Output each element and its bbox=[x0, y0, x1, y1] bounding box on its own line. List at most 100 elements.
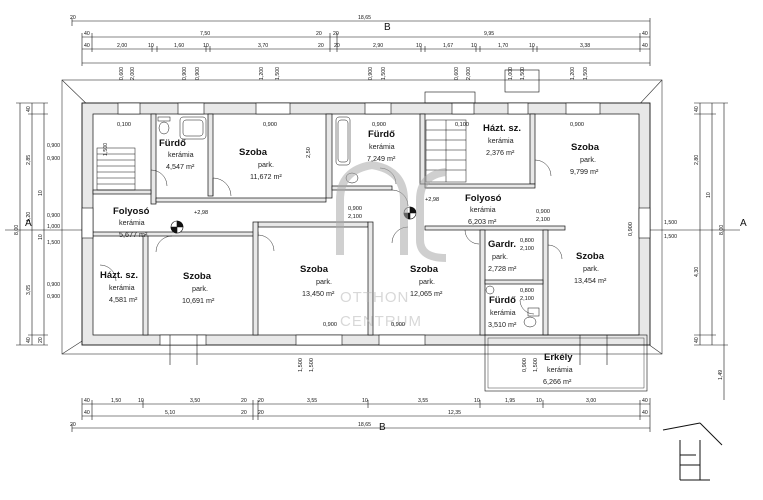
svg-text:8,00: 8,00 bbox=[719, 225, 725, 235]
room-gardr: Gardr. park. 2,728 m² bbox=[488, 239, 517, 273]
svg-text:Gardr.: Gardr. bbox=[488, 239, 516, 250]
svg-text:0,900: 0,900 bbox=[570, 122, 584, 128]
balcony-outline bbox=[484, 334, 648, 392]
windows bbox=[81, 102, 651, 346]
section-mark-left: A bbox=[25, 218, 32, 229]
svg-text:12,35: 12,35 bbox=[448, 410, 461, 416]
svg-text:1,500: 1,500 bbox=[520, 67, 526, 80]
svg-text:1,500: 1,500 bbox=[309, 358, 315, 372]
svg-text:10: 10 bbox=[529, 43, 535, 49]
svg-text:0,900: 0,900 bbox=[372, 122, 386, 128]
svg-text:4,581 m²: 4,581 m² bbox=[109, 295, 138, 304]
left-dimension-text: A 8,00 40 2,85 10 1,20 10 3,05 40 20 0,9… bbox=[14, 106, 109, 343]
svg-text:+2,98: +2,98 bbox=[194, 210, 208, 216]
svg-text:20: 20 bbox=[333, 31, 339, 37]
svg-text:1,49: 1,49 bbox=[718, 370, 724, 380]
svg-text:0,900: 0,900 bbox=[348, 206, 362, 212]
svg-text:2,376 m²: 2,376 m² bbox=[486, 148, 515, 157]
watermark-logo: OTTHON CENTRUM bbox=[336, 160, 447, 330]
svg-text:Szoba: Szoba bbox=[576, 251, 605, 262]
svg-text:kerámia: kerámia bbox=[109, 283, 135, 292]
svg-text:1,500: 1,500 bbox=[664, 234, 677, 240]
svg-text:1,500: 1,500 bbox=[47, 240, 60, 246]
svg-text:13,450 m²: 13,450 m² bbox=[302, 289, 335, 298]
inner-walls bbox=[92, 113, 566, 336]
svg-text:2,100: 2,100 bbox=[520, 296, 534, 302]
svg-text:kerámia: kerámia bbox=[369, 142, 395, 151]
center-stairs bbox=[425, 119, 467, 183]
room-erkely: Erkély kerámia 6,266 m² bbox=[543, 352, 573, 386]
top-dimension-text: 20 18,65 B 40 7,50 20 20 9,95 40 40 2,00… bbox=[70, 15, 648, 49]
right-dimension-text: A 8,00 40 2,80 10 4,30 40 1,49 1,500 1,5… bbox=[664, 106, 747, 380]
svg-text:7,50: 7,50 bbox=[200, 31, 210, 37]
svg-text:Szoba: Szoba bbox=[410, 264, 439, 275]
svg-text:0,900: 0,900 bbox=[47, 282, 60, 288]
svg-text:6,266 m²: 6,266 m² bbox=[543, 377, 572, 386]
svg-text:20: 20 bbox=[316, 31, 322, 37]
left-stairs bbox=[96, 147, 136, 191]
top-total-dim: 18,65 bbox=[358, 15, 371, 21]
svg-text:20: 20 bbox=[258, 398, 264, 404]
svg-text:40: 40 bbox=[694, 106, 700, 112]
room-szoba-1: Szoba park. 11,672 m² bbox=[239, 147, 282, 181]
svg-text:3,05: 3,05 bbox=[26, 285, 32, 295]
room-furdo-3: Fürdő kerámia 3,510 m² bbox=[488, 295, 517, 329]
svg-text:11,672 m²: 11,672 m² bbox=[250, 172, 282, 181]
svg-text:3,70: 3,70 bbox=[258, 43, 268, 49]
svg-text:2,728 m²: 2,728 m² bbox=[488, 264, 517, 273]
svg-text:0,800: 0,800 bbox=[520, 238, 534, 244]
top-dimension-lines bbox=[71, 18, 651, 66]
svg-text:1,200: 1,200 bbox=[259, 67, 265, 80]
room-szoba-2: Szoba park. 9,799 m² bbox=[570, 142, 600, 176]
svg-text:park.: park. bbox=[580, 155, 596, 164]
svg-text:kerámia: kerámia bbox=[488, 136, 514, 145]
svg-text:3,50: 3,50 bbox=[190, 398, 200, 404]
svg-text:park.: park. bbox=[492, 252, 508, 261]
svg-text:40: 40 bbox=[26, 337, 32, 343]
svg-text:0,900: 0,900 bbox=[323, 322, 337, 328]
room-folyoso-2: Folyosó kerámia 6,203 m² bbox=[465, 193, 502, 226]
svg-text:8,00: 8,00 bbox=[14, 225, 20, 235]
svg-text:40: 40 bbox=[694, 337, 700, 343]
svg-text:1,70: 1,70 bbox=[498, 43, 508, 49]
svg-text:20: 20 bbox=[258, 410, 264, 416]
corner-dim: 20 bbox=[70, 15, 76, 21]
svg-text:0,900: 0,900 bbox=[628, 222, 634, 236]
svg-text:kerámia: kerámia bbox=[119, 218, 145, 227]
bottom-total-dim: 18,65 bbox=[358, 422, 371, 428]
svg-text:2,80: 2,80 bbox=[694, 155, 700, 165]
svg-text:Szoba: Szoba bbox=[239, 147, 268, 158]
svg-text:40: 40 bbox=[642, 43, 648, 49]
svg-text:Fürdő: Fürdő bbox=[368, 129, 395, 140]
svg-text:40: 40 bbox=[26, 106, 32, 112]
svg-text:kerámia: kerámia bbox=[547, 365, 573, 374]
balcony-doors bbox=[169, 335, 608, 365]
bathtub-2 bbox=[335, 116, 351, 166]
svg-text:10: 10 bbox=[416, 43, 422, 49]
svg-text:2,100: 2,100 bbox=[348, 214, 362, 220]
svg-text:0,600: 0,600 bbox=[454, 67, 460, 80]
svg-text:1,50: 1,50 bbox=[111, 398, 121, 404]
svg-text:10: 10 bbox=[706, 192, 712, 198]
bottom-dimension-text: 40 1,50 10 3,50 20 20 3,55 10 3,55 10 1,… bbox=[70, 398, 648, 433]
svg-text:park.: park. bbox=[192, 284, 208, 293]
svg-text:3,55: 3,55 bbox=[418, 398, 428, 404]
svg-text:0,100: 0,100 bbox=[455, 122, 469, 128]
svg-text:20: 20 bbox=[241, 410, 247, 416]
svg-text:Házt. sz.: Házt. sz. bbox=[100, 270, 138, 281]
svg-text:0,900: 0,900 bbox=[536, 209, 550, 215]
section-mark-bottom: B bbox=[379, 422, 386, 433]
svg-text:0,900: 0,900 bbox=[368, 67, 374, 80]
svg-text:1,500: 1,500 bbox=[583, 67, 589, 80]
svg-text:2,85: 2,85 bbox=[26, 155, 32, 165]
room-szoba-4: Szoba park. 13,450 m² bbox=[300, 264, 335, 298]
svg-text:1,000: 1,000 bbox=[47, 224, 60, 230]
svg-text:Szoba: Szoba bbox=[571, 142, 600, 153]
section-mark-top: B bbox=[384, 22, 391, 33]
room-szoba-6: Szoba park. 13,454 m² bbox=[574, 251, 607, 285]
svg-text:0,900: 0,900 bbox=[263, 122, 277, 128]
svg-text:20: 20 bbox=[318, 43, 324, 49]
inner-dimension-labels: 0,100 0,900 0,900 0,100 0,900 0,900 2,10… bbox=[117, 122, 634, 372]
svg-text:0,900: 0,900 bbox=[47, 294, 60, 300]
svg-text:Szoba: Szoba bbox=[183, 271, 212, 282]
